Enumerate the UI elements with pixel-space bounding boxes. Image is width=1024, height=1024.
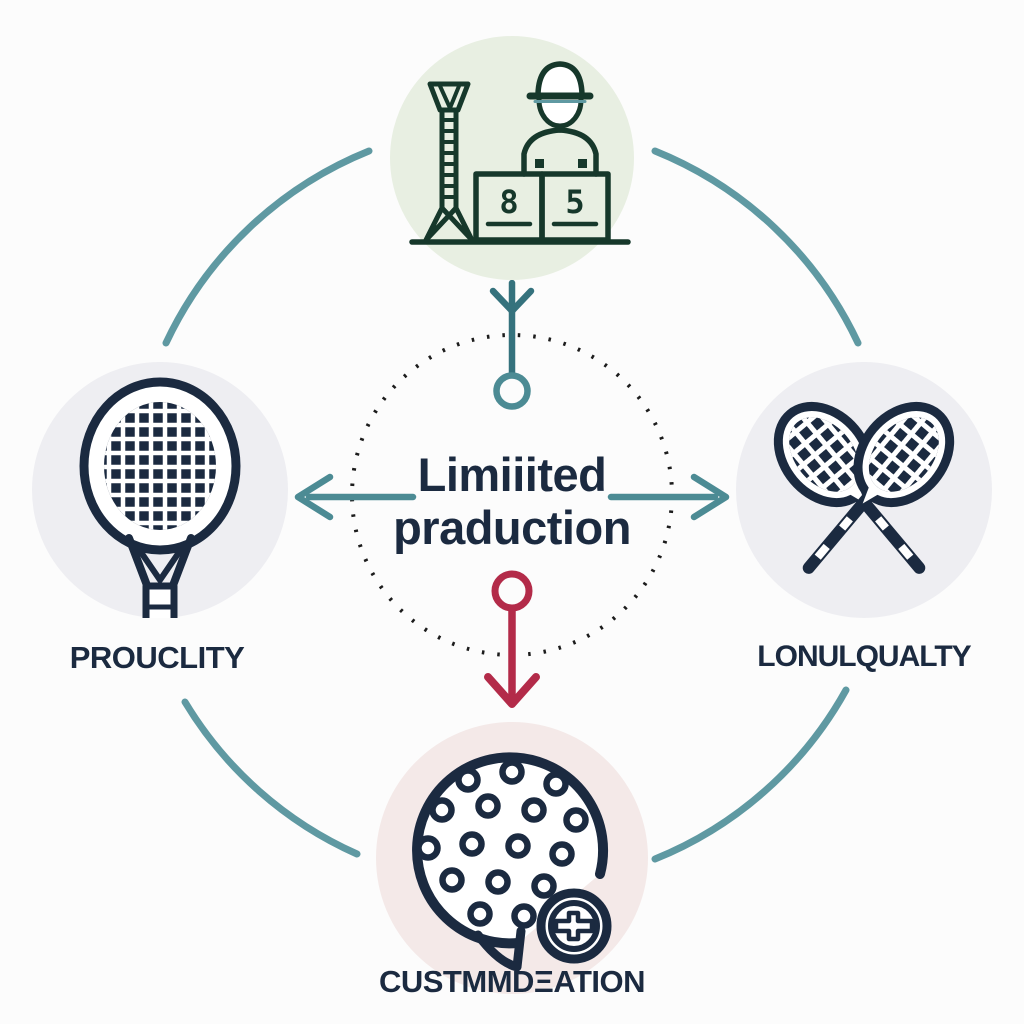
craftsman-icon [521, 61, 599, 177]
score-boxes-icon: 8 5 [473, 171, 611, 243]
flow-arc-bottom-left [181, 698, 361, 858]
top-arrow-ring-icon [493, 372, 531, 410]
racket-handle [142, 582, 178, 618]
customization-plus-icon [412, 752, 612, 972]
bottom-arrowhead-icon [484, 673, 540, 708]
node-proudly [32, 362, 288, 618]
disc-tail [473, 926, 526, 972]
flow-arc-top-right [651, 147, 862, 347]
right-arrowhead-icon [690, 473, 730, 521]
stringing-stand-icon [423, 81, 475, 243]
tennis-racket-icon [79, 377, 241, 618]
center-title: Limiiited praduction [352, 448, 672, 554]
node-production: 8 5 [390, 36, 634, 280]
craftsman-workshop-icon: 8 5 [409, 61, 631, 245]
bottom-arrow [484, 570, 540, 708]
right-box-glyph: 5 [565, 183, 584, 221]
label-quality: LONULQUALTY [757, 640, 971, 673]
top-arrow [489, 279, 535, 410]
node-quality [736, 362, 992, 618]
center-title-line2: praduction [393, 501, 631, 554]
hat-icon [535, 61, 585, 97]
left-arrow [294, 473, 417, 521]
label-proudly: PROUCLITY [69, 640, 245, 675]
plus-badge-icon [536, 888, 612, 964]
center-title-line1: Limiiited [417, 448, 607, 501]
disc-dots [415, 759, 589, 929]
right-arrow [607, 473, 730, 521]
left-box-glyph: 8 [499, 183, 518, 221]
flow-arc-bottom-right [651, 686, 850, 863]
bottom-arrow-ring-icon [491, 570, 533, 612]
top-arrowhead-icon [489, 287, 535, 315]
racket-throat [125, 534, 195, 592]
racket-right [802, 401, 955, 574]
node-customization [376, 722, 648, 994]
left-arrowhead-icon [294, 473, 334, 521]
crossed-rackets-icon [773, 401, 955, 574]
flow-arc-top-left [162, 147, 373, 347]
label-customization: CUSTMMDΞATION [378, 964, 646, 999]
